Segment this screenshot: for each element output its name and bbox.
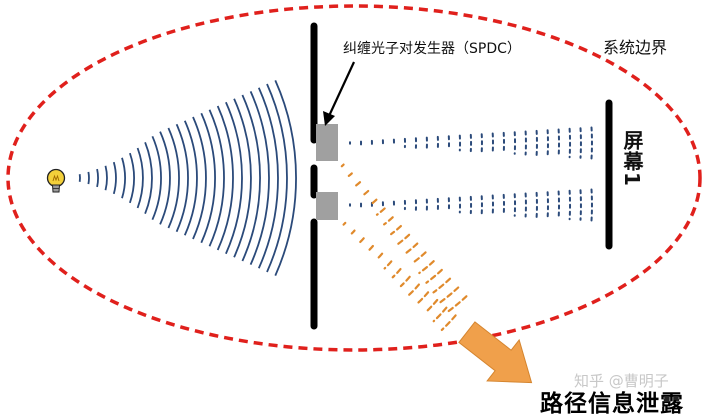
watermark: 知乎 @曹明子 (574, 372, 669, 390)
source-wavefront (121, 157, 126, 199)
source-wavefront (136, 147, 144, 209)
leak-wavefront (383, 260, 393, 270)
spdc-box-upper (316, 124, 338, 161)
leak-wavefront (340, 163, 345, 168)
leak-wavefront (350, 229, 356, 235)
leak-wavefront (390, 225, 402, 236)
leak-wavefront (367, 244, 374, 253)
leak-wavefront (446, 295, 468, 313)
system-boundary-ellipse (6, 4, 702, 352)
leak-wavefront (425, 268, 443, 284)
source-wavefronts (78, 80, 297, 276)
leak-wavefront (397, 233, 411, 245)
source-wavefront (216, 105, 234, 251)
source-wavefront (144, 141, 153, 215)
source-wavefront (175, 123, 189, 233)
source-wavefront (266, 83, 288, 273)
leak-wavefront (354, 181, 362, 187)
path-leak-label: 路径信息泄露 (540, 391, 684, 417)
spdc-pointer-arrow (323, 61, 355, 126)
source-wavefront (129, 152, 135, 204)
system-boundary-label: 系统边界 (603, 38, 668, 57)
leak-wavefront (399, 275, 411, 288)
source-wavefront (200, 112, 216, 244)
leak-wavefront (432, 306, 448, 323)
lower-slit-wavefronts (349, 188, 593, 222)
source-wavefront (112, 161, 117, 195)
source-wavefront (96, 168, 99, 188)
source-wavefront (274, 80, 297, 276)
source-wavefront (241, 94, 261, 262)
source-wavefront (104, 165, 108, 191)
leak-wavefront (375, 252, 384, 261)
leak-wavefront (375, 207, 386, 216)
leak-wavefront (347, 172, 353, 177)
spdc-box-lower (316, 192, 338, 220)
leak-wavefront (391, 268, 402, 279)
leak-wavefront (408, 283, 420, 296)
source-wavefront (208, 109, 225, 247)
leak-wavefronts (340, 163, 468, 331)
leak-wavefront (404, 242, 419, 255)
source-wavefront (225, 101, 243, 255)
light-bulb-icon (46, 168, 66, 193)
leak-wavefront (361, 189, 370, 197)
leak-wavefront (439, 286, 460, 304)
leak-wavefront (418, 260, 435, 275)
source-wavefront (159, 131, 171, 225)
source-wavefront (257, 87, 279, 269)
leak-wavefront (411, 251, 427, 265)
source-wavefront (183, 120, 198, 236)
source-wavefront (151, 135, 162, 221)
leak-wavefront (342, 221, 347, 226)
leak-wavefront (416, 291, 430, 305)
leak-wavefront (368, 198, 378, 207)
leak-wavefront (440, 314, 457, 331)
spdc-label: 纠缠光子对发生器（SPDC） (343, 41, 521, 57)
leak-wavefront (383, 216, 394, 226)
leak-arrow (458, 321, 533, 384)
upper-slit-wavefronts (349, 126, 593, 160)
screen-1-label: 屏幕1 (620, 130, 644, 187)
source-wavefront (167, 127, 180, 229)
source-wavefront (249, 91, 270, 265)
leak-wavefront (432, 277, 452, 294)
leak-wavefront (358, 237, 365, 244)
source-wavefront (87, 171, 90, 185)
leak-wavefront (424, 298, 439, 314)
source-wavefront (233, 98, 252, 258)
source-wavefront (192, 116, 207, 240)
